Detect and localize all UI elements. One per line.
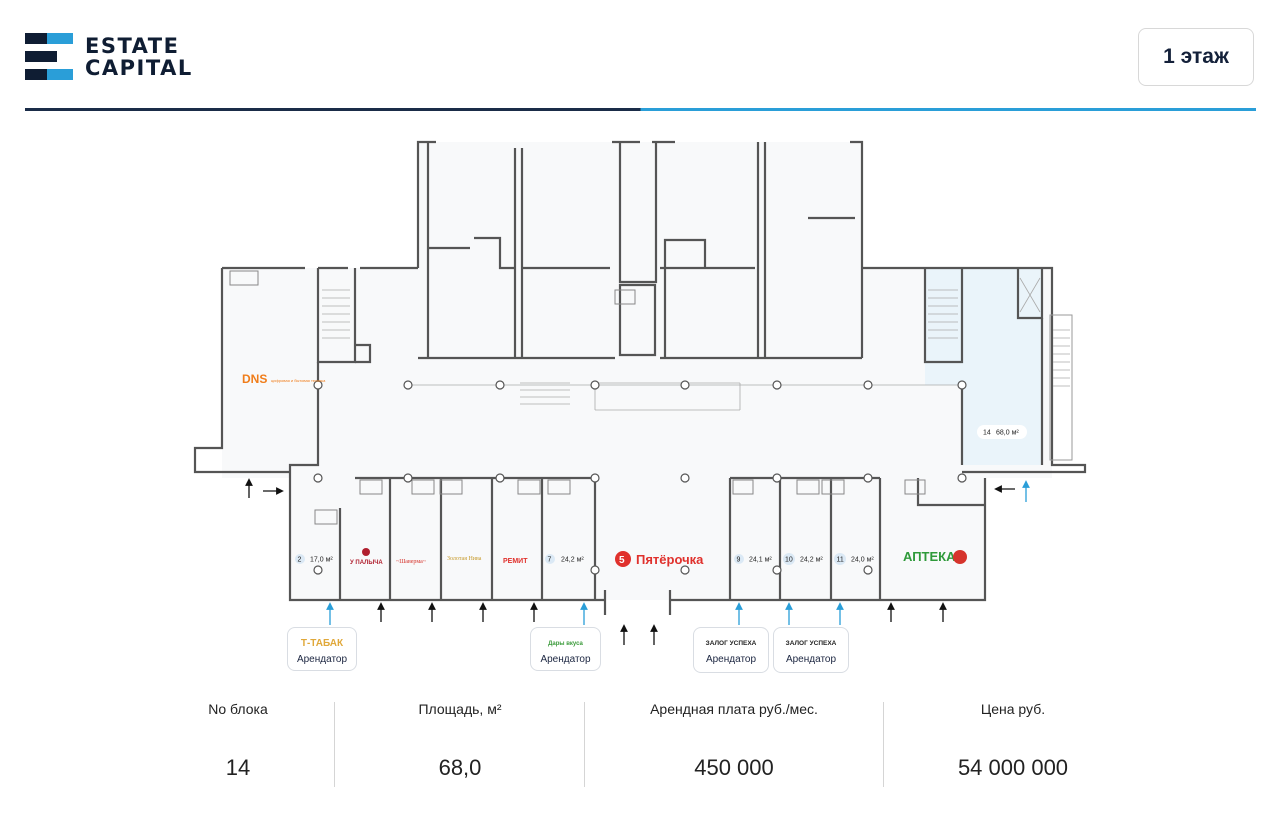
unit-badge-14: 14 68,0 м² <box>977 425 1027 439</box>
stat-header: No блока <box>208 701 268 717</box>
logo-text: ESTATE CAPITAL <box>85 35 193 79</box>
apteka-badge-icon <box>953 550 967 564</box>
tenant-card-zalog-uspeha-1[interactable]: ЗАЛОГ УСПЕХА Арендатор <box>693 627 769 673</box>
svg-text:10: 10 <box>785 557 793 564</box>
shop-logo-remit: РЕМИТ <box>503 558 528 565</box>
unit-badge-11: 11 24,0 м² <box>834 553 874 565</box>
stat-header: Площадь, м² <box>418 701 502 717</box>
stat-area: Площадь, м² 68,0 <box>380 690 540 781</box>
unit-badge-7: 7 24,2 м² <box>545 554 584 564</box>
shop-logo-shaurma: ~Шаверма~ <box>396 559 427 565</box>
svg-text:9: 9 <box>737 557 741 564</box>
shop-logo-u-palycha: У ПАЛЫЧА <box>350 560 383 566</box>
apteka-logo: АПТЕКА <box>903 549 956 564</box>
svg-text:24,1 м²: 24,1 м² <box>749 557 772 564</box>
dns-logo: DNS <box>242 372 267 386</box>
stat-value: 14 <box>225 755 251 780</box>
svg-text:7: 7 <box>548 557 552 564</box>
svg-text:68,0 м²: 68,0 м² <box>996 430 1019 437</box>
logo-mark-icon <box>25 33 73 81</box>
shop-logo-zolotaya-niva: Золотая Нива <box>447 556 482 562</box>
stat-value: 54 000 000 <box>957 755 1069 780</box>
svg-text:5: 5 <box>619 555 625 566</box>
tenant-card-t-tabak[interactable]: Т-ТАБАК Арендатор <box>287 627 357 671</box>
unit-badge-2: 2 17,0 м² <box>295 554 333 564</box>
tenant-role: Арендатор <box>540 654 591 665</box>
stat-separator <box>334 702 335 787</box>
tenant-role: Арендатор <box>785 654 837 665</box>
header-divider <box>25 108 1256 111</box>
tenant-role: Арендатор <box>705 654 757 665</box>
stat-header: Цена руб. <box>980 701 1046 717</box>
tenant-role: Арендатор <box>296 654 348 665</box>
logo: ESTATE CAPITAL <box>25 33 193 81</box>
stat-separator <box>584 702 585 787</box>
tenant-card-dary-vkusa[interactable]: Дары вкуса Арендатор <box>530 627 601 671</box>
dns-subtitle: цифровая и бытовая техника <box>271 378 326 383</box>
u-palycha-emblem-icon <box>362 548 370 556</box>
unit-badge-9: 9 24,1 м² <box>734 554 772 564</box>
svg-text:11: 11 <box>837 557 844 564</box>
tenant-card-zalog-uspeha-2[interactable]: ЗАЛОГ УСПЕХА Арендатор <box>773 627 849 673</box>
svg-text:24,2 м²: 24,2 м² <box>561 557 584 564</box>
stat-value: 68,0 <box>438 755 482 780</box>
pyaterochka-logo-icon <box>615 551 631 567</box>
stat-header: Арендная плата руб./мес. <box>650 701 818 717</box>
stat-separator <box>883 702 884 787</box>
stat-rent: Арендная плата руб./мес. 450 000 <box>614 690 854 781</box>
svg-text:24,0 м²: 24,0 м² <box>851 557 874 564</box>
unit-stats: No блока 14 Площадь, м² 68,0 Арендная пл… <box>0 690 1280 800</box>
tenant-brand: ЗАЛОГ УСПЕХА <box>705 640 757 647</box>
unit-badge-10: 10 24,2 м² <box>783 553 823 565</box>
tenant-brand: Дары вкуса <box>548 641 583 647</box>
stat-unit-number: No блока 14 <box>178 690 298 781</box>
tenant-brand: ЗАЛОГ УСПЕХА <box>785 640 837 647</box>
logo-line-1: ESTATE <box>85 34 180 58</box>
floor-selector-button[interactable]: 1 этаж <box>1138 28 1254 86</box>
logo-line-2: CAPITAL <box>85 56 193 80</box>
svg-text:24,2 м²: 24,2 м² <box>800 557 823 564</box>
svg-text:14: 14 <box>983 430 991 437</box>
floor-plan: DNS цифровая и бытовая техника 5 Пятёроч… <box>193 140 1087 645</box>
stat-price: Цена руб. 54 000 000 <box>913 690 1113 781</box>
svg-text:2: 2 <box>298 557 302 564</box>
pyaterochka-logo: Пятёрочка <box>636 552 704 567</box>
svg-text:17,0 м²: 17,0 м² <box>310 557 333 564</box>
stat-value: 450 000 <box>694 755 774 780</box>
unit-14-selected-area <box>925 268 1042 465</box>
tenant-brand: Т-ТАБАК <box>300 638 344 649</box>
